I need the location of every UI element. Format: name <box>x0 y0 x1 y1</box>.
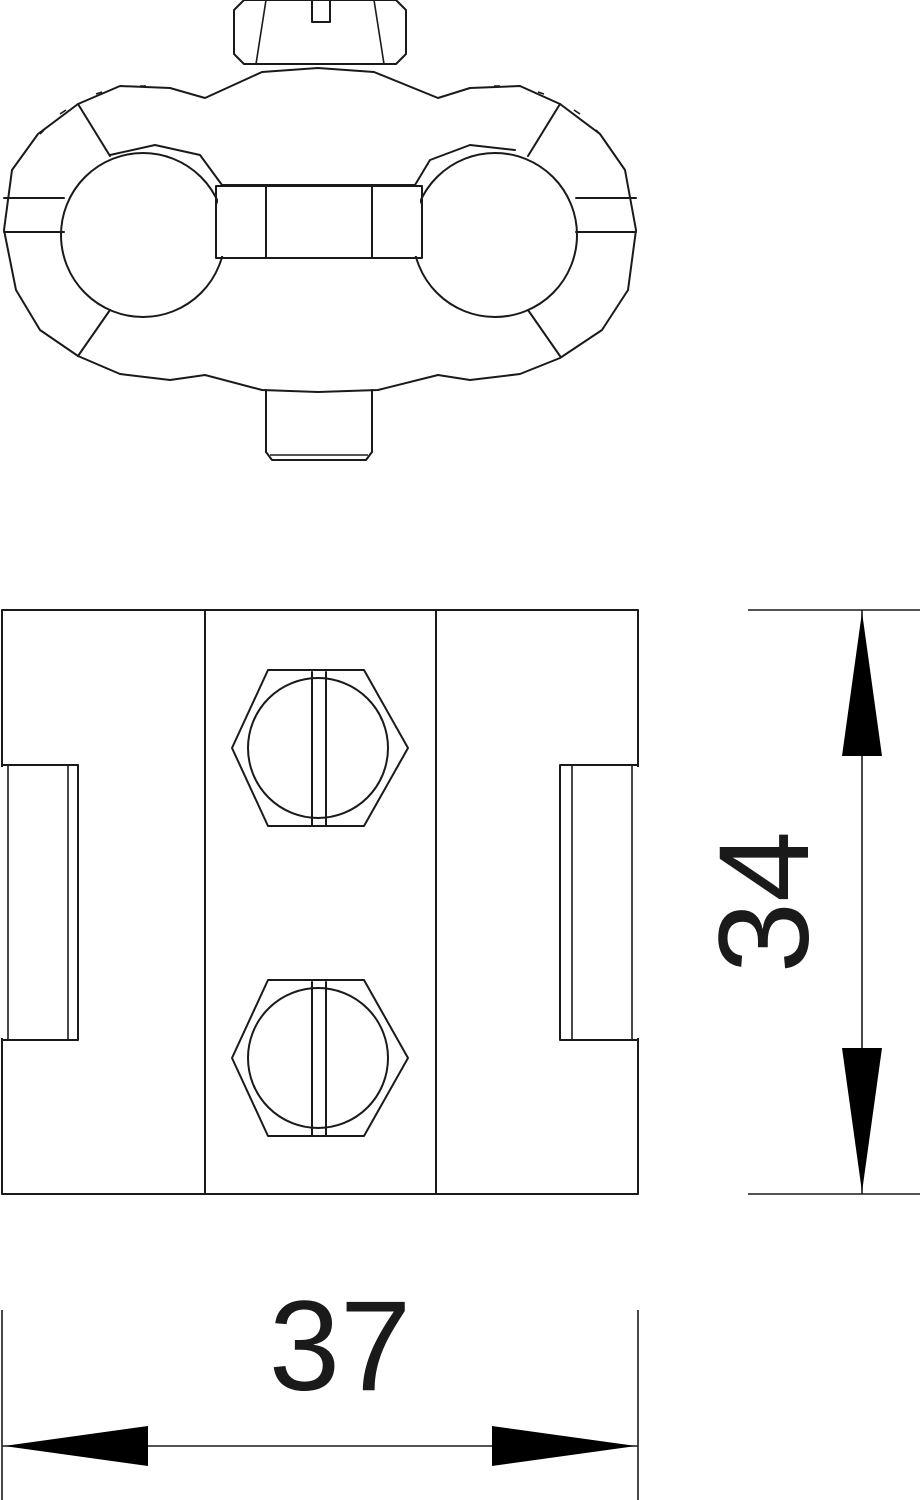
clamp-body-outline <box>3 67 637 393</box>
top-view-cross-section <box>3 0 637 461</box>
height-arrow-top <box>842 612 882 756</box>
width-arrow-right <box>492 1426 636 1466</box>
center-bridge <box>215 185 423 259</box>
bottom-screw-shank <box>265 389 373 461</box>
upper-screw-head <box>231 669 409 827</box>
height-dimension: 34 <box>693 609 920 1195</box>
right-hole-circle <box>412 152 578 318</box>
left-conductor-hole <box>109 144 516 186</box>
height-dimension-label: 34 <box>693 831 836 973</box>
height-arrow-bottom <box>842 1048 882 1192</box>
front-view <box>0 609 640 1195</box>
width-dimension-label: 37 <box>269 1275 411 1418</box>
left-hole-circle <box>60 152 226 318</box>
front-outline <box>1 609 639 1195</box>
width-dimension: 37 <box>1 1275 639 1500</box>
top-hex-nut <box>233 0 407 65</box>
lower-screw-head <box>231 979 409 1137</box>
left-recess <box>1 764 79 1041</box>
right-recess <box>559 764 639 1041</box>
width-arrow-left <box>4 1426 148 1466</box>
